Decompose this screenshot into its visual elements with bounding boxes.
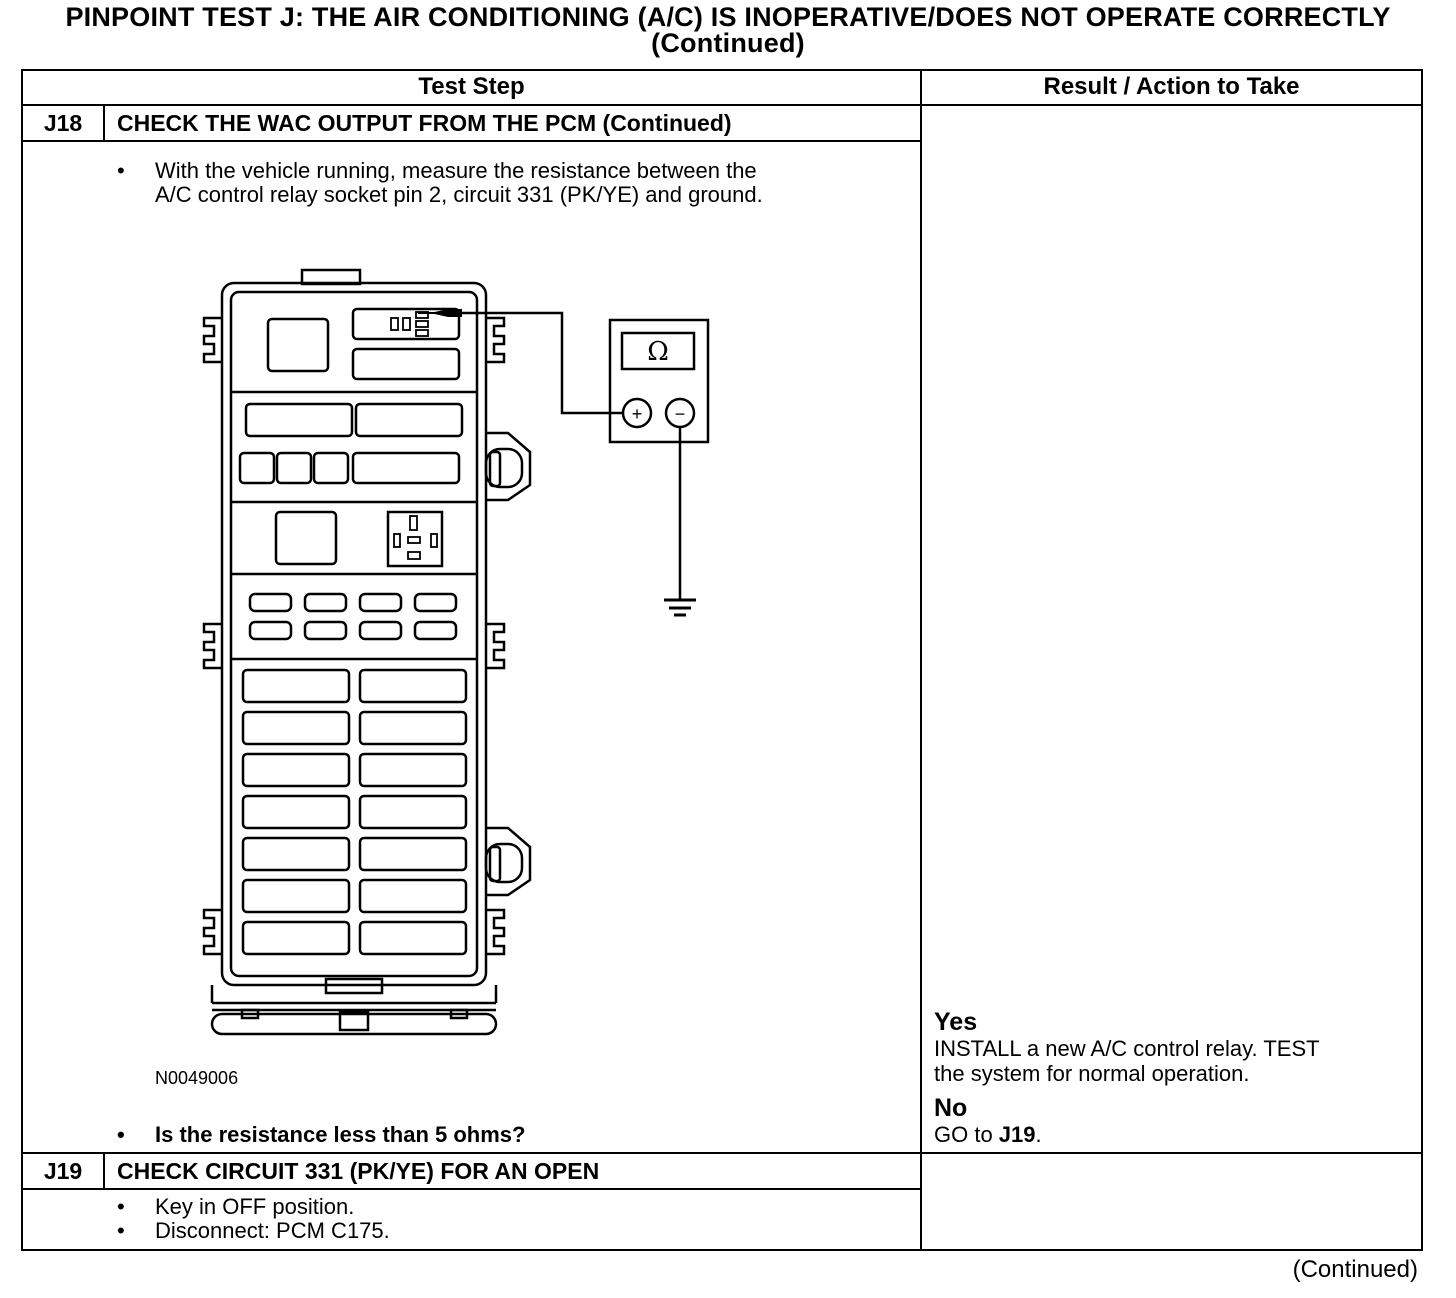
j19-id-divider (103, 1152, 105, 1190)
j19-bullet-1-text: Key in OFF position. (155, 1194, 355, 1219)
continued-footer: (Continued) (1292, 1256, 1418, 1283)
bullet-dot: • (117, 1194, 125, 1219)
page-title: PINPOINT TEST J: THE AIR CONDITIONING (A… (0, 2, 1456, 58)
step-title-j19: CHECK CIRCUIT 331 (PK/YE) FOR AN OPEN (117, 1158, 600, 1184)
header-result-action: Result / Action to Take (1043, 73, 1300, 100)
fuse-box-ohmmeter-diagram: Ω + − (202, 268, 710, 1036)
j19-title-divider (21, 1188, 922, 1190)
bullet-dot: • (117, 158, 125, 183)
pinpoint-test-table (21, 69, 1423, 1251)
j18-instruction-bullet: • With the vehicle running, measure the … (117, 159, 897, 209)
result-yes-label: Yes (934, 1008, 978, 1036)
j19-bullet-2-text: Disconnect: PCM C175. (155, 1218, 390, 1243)
j19-row-divider (21, 1152, 1423, 1154)
figure-id: N0049006 (155, 1068, 239, 1088)
result-yes-text: INSTALL a new A/C control relay. TEST th… (934, 1036, 1320, 1086)
column-divider (920, 69, 922, 1251)
meter-negative-label: − (675, 404, 686, 424)
j18-question-bullet: • Is the resistance less than 5 ohms? (117, 1123, 897, 1149)
j18-instruction-text: With the vehicle running, measure the re… (155, 158, 763, 207)
step-title-j18: CHECK THE WAC OUTPUT FROM THE PCM (Conti… (117, 110, 732, 136)
result-no-prefix: GO to (934, 1122, 999, 1147)
bullet-dot: • (117, 1218, 125, 1243)
j18-question-text: Is the resistance less than 5 ohms? (155, 1122, 526, 1147)
page-title-line1: PINPOINT TEST J: THE AIR CONDITIONING (A… (65, 2, 1391, 32)
page-title-line2: (Continued) (651, 28, 805, 58)
step-id-j19: J19 (43, 1158, 83, 1184)
result-no-text: GO to J19. (934, 1122, 1042, 1147)
result-no-label: No (934, 1094, 968, 1122)
j18-id-divider (103, 104, 105, 142)
header-test-step: Test Step (418, 73, 525, 100)
header-divider (21, 104, 1423, 106)
j19-bullet-1: • Key in OFF position. (117, 1195, 897, 1219)
step-id-j18: J18 (43, 110, 83, 136)
result-no-target: J19 (998, 1122, 1036, 1147)
result-no-suffix: . (1035, 1122, 1042, 1147)
j18-title-divider (21, 140, 922, 142)
j19-bullet-2: • Disconnect: PCM C175. (117, 1219, 897, 1243)
ohm-symbol: Ω (647, 337, 669, 367)
meter-positive-label: + (632, 404, 643, 424)
bullet-dot: • (117, 1122, 125, 1147)
